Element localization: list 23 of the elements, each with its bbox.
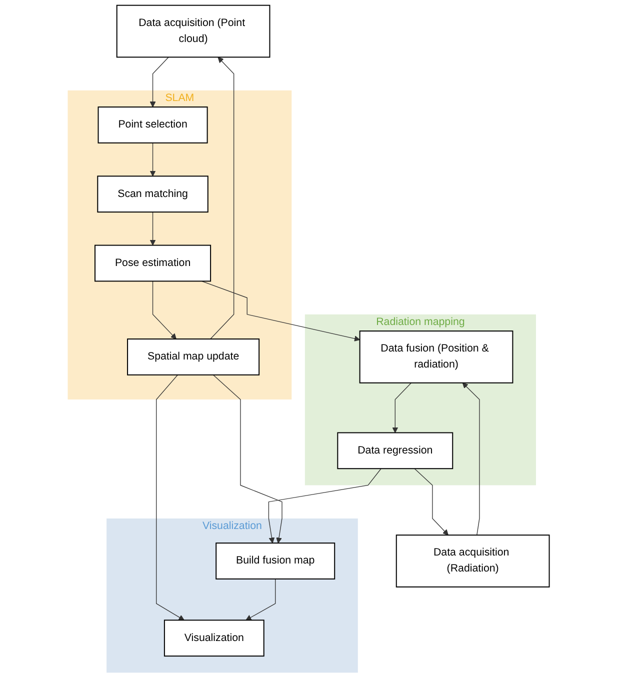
arrow xyxy=(210,56,234,340)
node-box: Visualization xyxy=(164,620,264,657)
arrow xyxy=(246,578,276,620)
arrow xyxy=(414,468,448,536)
arrow xyxy=(150,56,169,108)
arrow xyxy=(462,382,480,536)
node-box: Spatial map update xyxy=(127,338,260,376)
arrow xyxy=(268,468,382,544)
node-box: Point selection xyxy=(98,106,208,144)
arrow xyxy=(201,280,360,342)
arrow xyxy=(150,142,156,176)
arrow xyxy=(156,374,184,620)
node-box: Data acquisition (Radiation) xyxy=(396,534,550,588)
arrow xyxy=(150,212,156,246)
node-box: Data acquisition (Point cloud) xyxy=(116,4,270,58)
node-box: Scan matching xyxy=(97,176,208,213)
arrow xyxy=(392,382,412,433)
node-box: Data fusion (Position & radiation) xyxy=(359,330,514,384)
arrow xyxy=(152,280,176,340)
node-box: Build fusion map xyxy=(216,542,336,580)
node-box: Pose estimation xyxy=(94,244,212,282)
arrow xyxy=(212,374,282,544)
node-box: Data regression xyxy=(337,432,454,470)
